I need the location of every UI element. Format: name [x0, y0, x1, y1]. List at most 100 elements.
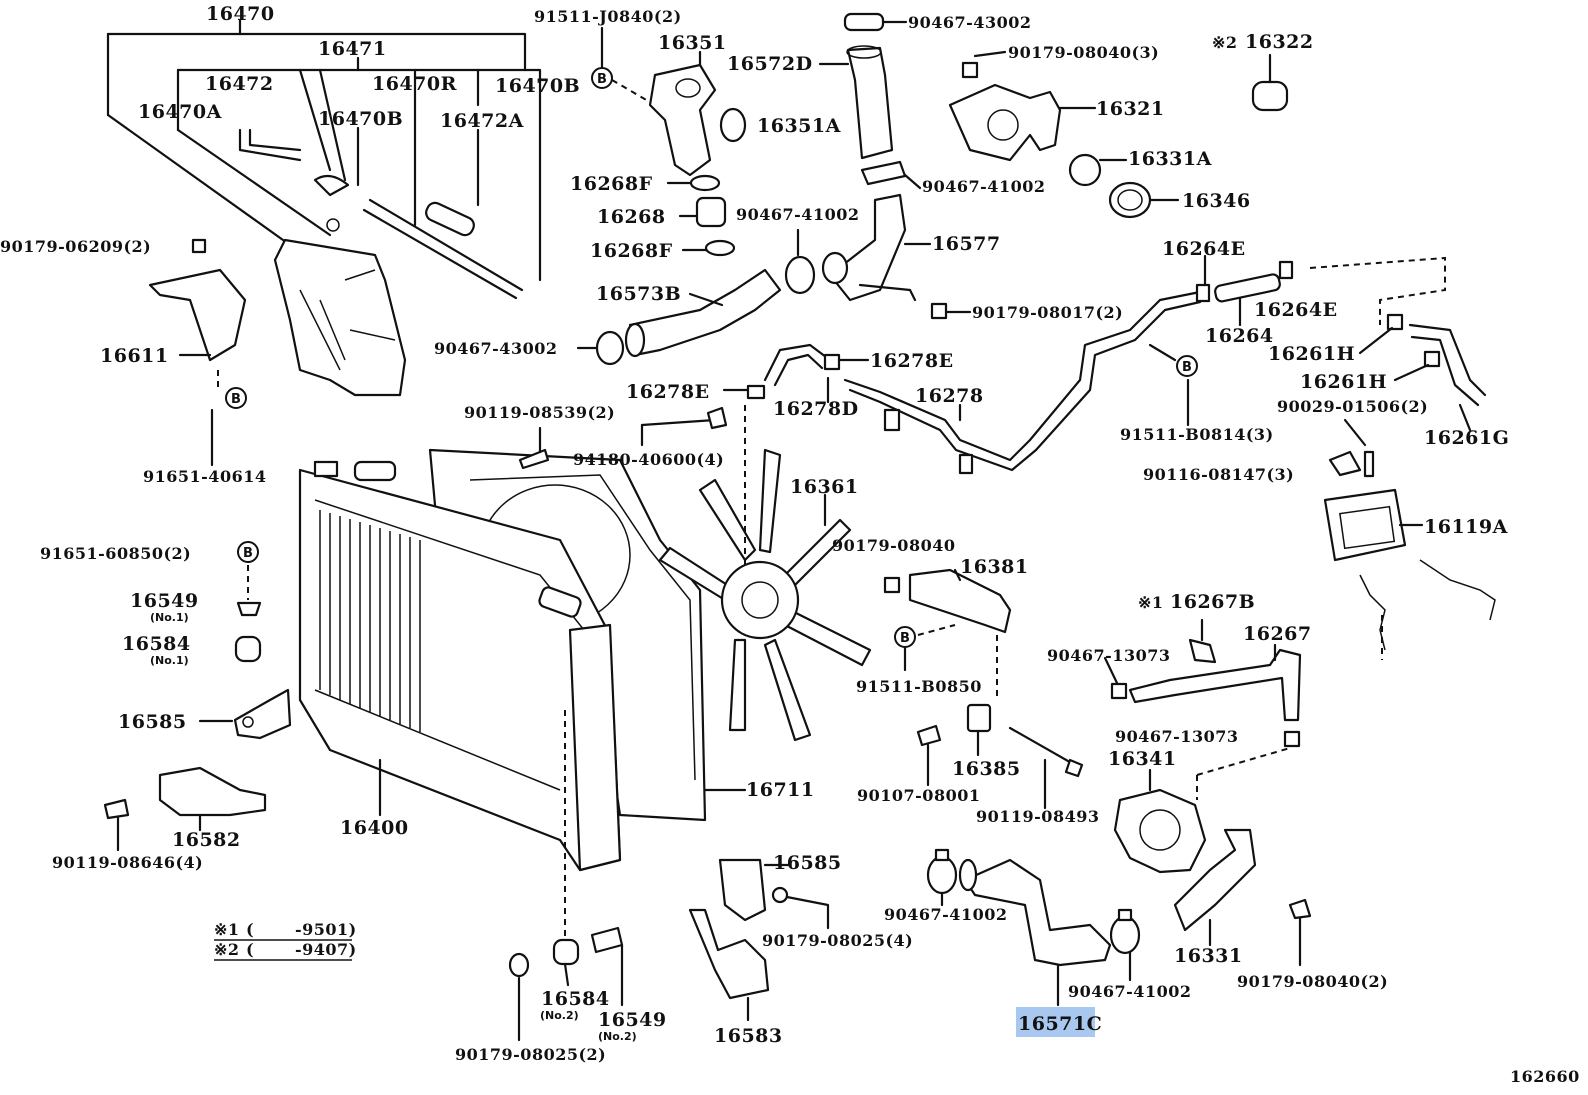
- part-label[interactable]: 90467-43002: [908, 13, 1031, 32]
- part-label[interactable]: 16268F: [590, 240, 673, 262]
- part-label[interactable]: 16278E: [626, 381, 710, 403]
- part-label[interactable]: 90179-06209(2): [0, 237, 151, 256]
- part-label[interactable]: 16351A: [757, 115, 841, 137]
- part-label[interactable]: 16582: [172, 829, 241, 851]
- part-label[interactable]: 94180-40600(4): [573, 450, 724, 469]
- part-label[interactable]: 16268F: [570, 173, 653, 195]
- part-label[interactable]: 16351: [658, 32, 727, 54]
- part-label[interactable]: 16472: [205, 73, 274, 95]
- part-label[interactable]: 16278E: [870, 350, 954, 372]
- ref-marker-b[interactable]: B: [894, 626, 916, 648]
- part-label[interactable]: 16331: [1174, 945, 1243, 967]
- svg-text:B: B: [243, 546, 253, 561]
- part-label[interactable]: 16611: [100, 345, 169, 367]
- part-label[interactable]: 90467-41002: [884, 905, 1007, 924]
- part-label[interactable]: 90179-08040(2): [1237, 972, 1388, 991]
- part-label[interactable]: 90467-41002: [736, 205, 859, 224]
- part-label[interactable]: 16346: [1182, 190, 1251, 212]
- part-label[interactable]: 16264E: [1254, 299, 1338, 321]
- part-label[interactable]: 90179-08025(4): [762, 931, 913, 950]
- ref-marker-b[interactable]: B: [1176, 355, 1198, 377]
- part-label[interactable]: 90179-08017(2): [972, 303, 1123, 322]
- part-label[interactable]: 91651-40614: [143, 467, 266, 486]
- part-label[interactable]: 16381: [960, 556, 1029, 578]
- part-label[interactable]: 90467-13073: [1047, 646, 1170, 665]
- part-label[interactable]: 16341: [1108, 748, 1177, 770]
- part-label[interactable]: 90467-43002: [434, 339, 557, 358]
- part-label[interactable]: 90467-13073: [1115, 727, 1238, 746]
- ref-markers: B B B B B: [225, 67, 1198, 648]
- part-label[interactable]: 90467-41002: [1068, 982, 1191, 1001]
- part-label[interactable]: 16585: [773, 852, 842, 874]
- part-label[interactable]: 16584: [541, 988, 610, 1010]
- part-label[interactable]: 16268: [597, 206, 666, 228]
- part-label[interactable]: 16472A: [440, 110, 524, 132]
- part-label[interactable]: 90179-08040(3): [1008, 43, 1159, 62]
- star1-mark: ※1: [1138, 593, 1164, 612]
- part-label[interactable]: 91511-B0814(3): [1120, 425, 1274, 444]
- part-label[interactable]: 90179-08025(2): [455, 1045, 606, 1064]
- sub-label: (No.2): [540, 1009, 579, 1022]
- part-label[interactable]: 90116-08147(3): [1143, 465, 1294, 484]
- outlet-group: [576, 12, 932, 366]
- part-label[interactable]: 16264E: [1162, 238, 1246, 260]
- part-label[interactable]: 16331A: [1128, 148, 1212, 170]
- legend-mark-1: ※1: [214, 920, 240, 939]
- part-label[interactable]: 16321: [1096, 98, 1165, 120]
- sub-label: (No.1): [150, 654, 189, 667]
- lower-hoses: [926, 618, 1312, 1007]
- part-label[interactable]: 16470B: [318, 108, 403, 130]
- part-label[interactable]: 90119-08539(2): [464, 403, 615, 422]
- part-label[interactable]: 16261H: [1268, 343, 1355, 365]
- part-label[interactable]: 91651-60850(2): [40, 544, 191, 563]
- part-label[interactable]: 16577: [932, 233, 1001, 255]
- svg-text:B: B: [597, 72, 607, 87]
- svg-text:B: B: [1182, 360, 1192, 375]
- highlighted-part-label[interactable]: 16571C: [1018, 1013, 1102, 1035]
- center-small-parts: [508, 568, 1084, 1042]
- part-label[interactable]: 91511-B0850: [856, 677, 982, 696]
- part-label[interactable]: 16584: [122, 633, 191, 655]
- part-label[interactable]: 16549: [598, 1009, 667, 1031]
- part-label[interactable]: 16711: [746, 779, 815, 801]
- part-label[interactable]: 16583: [714, 1025, 783, 1047]
- part-label[interactable]: 16400: [340, 817, 409, 839]
- part-label[interactable]: 16264: [1205, 325, 1274, 347]
- part-label[interactable]: 16385: [952, 758, 1021, 780]
- part-label[interactable]: 16278: [915, 385, 984, 407]
- part-label[interactable]: 90029-01506(2): [1277, 397, 1428, 416]
- part-label[interactable]: 16322: [1245, 31, 1314, 53]
- highlight-box: [1016, 1007, 1095, 1037]
- part-labels: 16470 16471 16472 16470R 16470B 16470A 1…: [0, 3, 1579, 1086]
- part-label[interactable]: 90179-08040: [832, 536, 955, 555]
- part-label[interactable]: 16261G: [1424, 427, 1509, 449]
- part-label[interactable]: 16470A: [138, 101, 222, 123]
- part-label[interactable]: 16573B: [596, 283, 681, 305]
- part-label[interactable]: 16470R: [372, 73, 457, 95]
- part-label[interactable]: 90107-08001: [857, 786, 980, 805]
- part-label[interactable]: 16278D: [773, 398, 859, 420]
- part-label[interactable]: 16267: [1243, 623, 1312, 645]
- legend-range-2: -9407): [295, 940, 357, 959]
- part-label[interactable]: 16119A: [1424, 516, 1508, 538]
- part-label[interactable]: 90467-41002: [922, 177, 1045, 196]
- part-label[interactable]: 16549: [130, 590, 199, 612]
- ref-marker-b[interactable]: B: [237, 541, 259, 563]
- part-label[interactable]: 16470B: [495, 75, 580, 97]
- part-label[interactable]: 16585: [118, 711, 187, 733]
- part-label[interactable]: 16361: [790, 476, 859, 498]
- part-label[interactable]: 16267B: [1170, 591, 1255, 613]
- legend-mark-2: ※2: [214, 940, 240, 959]
- ref-marker-b[interactable]: B: [591, 67, 613, 89]
- part-label[interactable]: 16470: [206, 3, 275, 25]
- legend-paren-1: (: [246, 920, 254, 939]
- part-label[interactable]: 90119-08646(4): [52, 853, 203, 872]
- part-label[interactable]: 91511-J0840(2): [534, 7, 682, 26]
- part-label[interactable]: 90119-08493: [976, 807, 1099, 826]
- part-label[interactable]: 16572D: [727, 53, 813, 75]
- part-label[interactable]: 16471: [318, 38, 387, 60]
- part-label[interactable]: 16261H: [1300, 371, 1387, 393]
- ref-marker-b[interactable]: B: [225, 387, 247, 409]
- legend-range-1: -9501): [295, 920, 357, 939]
